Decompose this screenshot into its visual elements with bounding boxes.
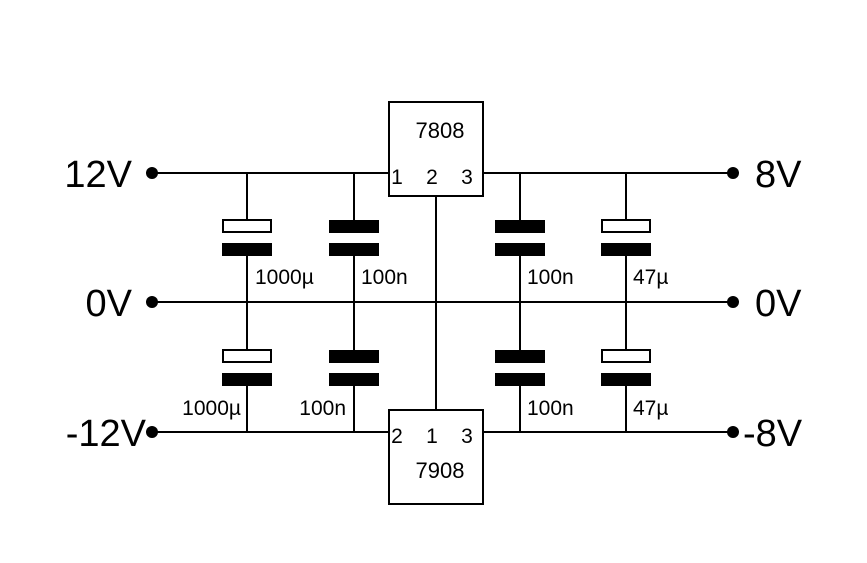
capacitor-in-neg-decoupling: 100n bbox=[299, 302, 379, 432]
capacitor-negative-plate bbox=[601, 243, 651, 256]
regulator-7908: 2 1 3 7908 bbox=[388, 409, 484, 505]
terminal-in-pos bbox=[146, 167, 158, 179]
capacitor-negative-plate bbox=[222, 373, 272, 386]
capacitor-plate-top bbox=[329, 220, 379, 233]
capacitor-positive-plate bbox=[222, 219, 272, 233]
capacitor-out-pos-bulk: 47µ bbox=[601, 173, 668, 302]
regulator-7908-pin-mid: 1 bbox=[426, 425, 438, 448]
capacitor-positive-plate bbox=[222, 349, 272, 363]
regulator-7908-pin-right: 3 bbox=[461, 425, 473, 448]
regulator-7808-pin-left: 1 bbox=[391, 166, 403, 189]
terminal-out-pos bbox=[727, 167, 739, 179]
capacitor-in-pos-decoupling: 100n bbox=[329, 173, 408, 302]
capacitor-out-pos-decoupling: 100n bbox=[495, 173, 574, 302]
capacitor-label: 47µ bbox=[633, 266, 668, 289]
terminal-out-gnd bbox=[727, 296, 739, 308]
capacitor-negative-plate bbox=[222, 243, 272, 256]
capacitor-plate-bottom bbox=[495, 373, 545, 386]
capacitor-positive-plate bbox=[601, 349, 651, 363]
regulator-7908-part: 7908 bbox=[416, 458, 465, 483]
terminal-in-gnd bbox=[146, 296, 158, 308]
capacitor-label: 47µ bbox=[633, 397, 668, 420]
regulator-7808-pin-right: 3 bbox=[461, 166, 473, 189]
terminal-in-neg bbox=[146, 426, 158, 438]
capacitor-label: 1000µ bbox=[182, 397, 241, 420]
regulator-7808-body bbox=[388, 101, 484, 197]
label-in-gnd: 0V bbox=[86, 283, 133, 325]
regulator-7908-body bbox=[388, 409, 484, 505]
regulator-7808-part: 7808 bbox=[416, 118, 465, 143]
capacitor-out-neg-bulk: 47µ bbox=[601, 302, 668, 432]
capacitor-label: 100n bbox=[527, 266, 574, 289]
capacitor-plate-bottom bbox=[329, 243, 379, 256]
capacitor-plate-bottom bbox=[329, 373, 379, 386]
label-in-neg: -12V bbox=[66, 413, 147, 455]
capacitor-out-neg-decoupling: 100n bbox=[495, 302, 574, 432]
label-out-neg: -8V bbox=[743, 413, 803, 455]
capacitor-in-neg-bulk: 1000µ bbox=[182, 302, 272, 432]
label-out-gnd: 0V bbox=[755, 283, 802, 325]
capacitor-label: 100n bbox=[527, 397, 574, 420]
capacitor-negative-plate bbox=[601, 373, 651, 386]
capacitor-label: 100n bbox=[361, 266, 408, 289]
regulator-7808: 7808 1 2 3 bbox=[388, 101, 484, 197]
regulator-7808-pin-mid: 2 bbox=[426, 166, 438, 189]
label-out-pos: 8V bbox=[755, 154, 802, 196]
regulator-7908-pin-left: 2 bbox=[391, 425, 403, 448]
capacitor-plate-top bbox=[495, 350, 545, 363]
label-in-pos: 12V bbox=[64, 154, 132, 196]
capacitor-plate-top bbox=[495, 220, 545, 233]
terminal-out-neg bbox=[727, 426, 739, 438]
capacitor-label: 1000µ bbox=[255, 266, 314, 289]
capacitor-in-pos-bulk: 1000µ bbox=[222, 173, 314, 302]
capacitor-label: 100n bbox=[299, 397, 346, 420]
capacitor-positive-plate bbox=[601, 219, 651, 233]
capacitor-plate-bottom bbox=[495, 243, 545, 256]
capacitor-plate-top bbox=[329, 350, 379, 363]
